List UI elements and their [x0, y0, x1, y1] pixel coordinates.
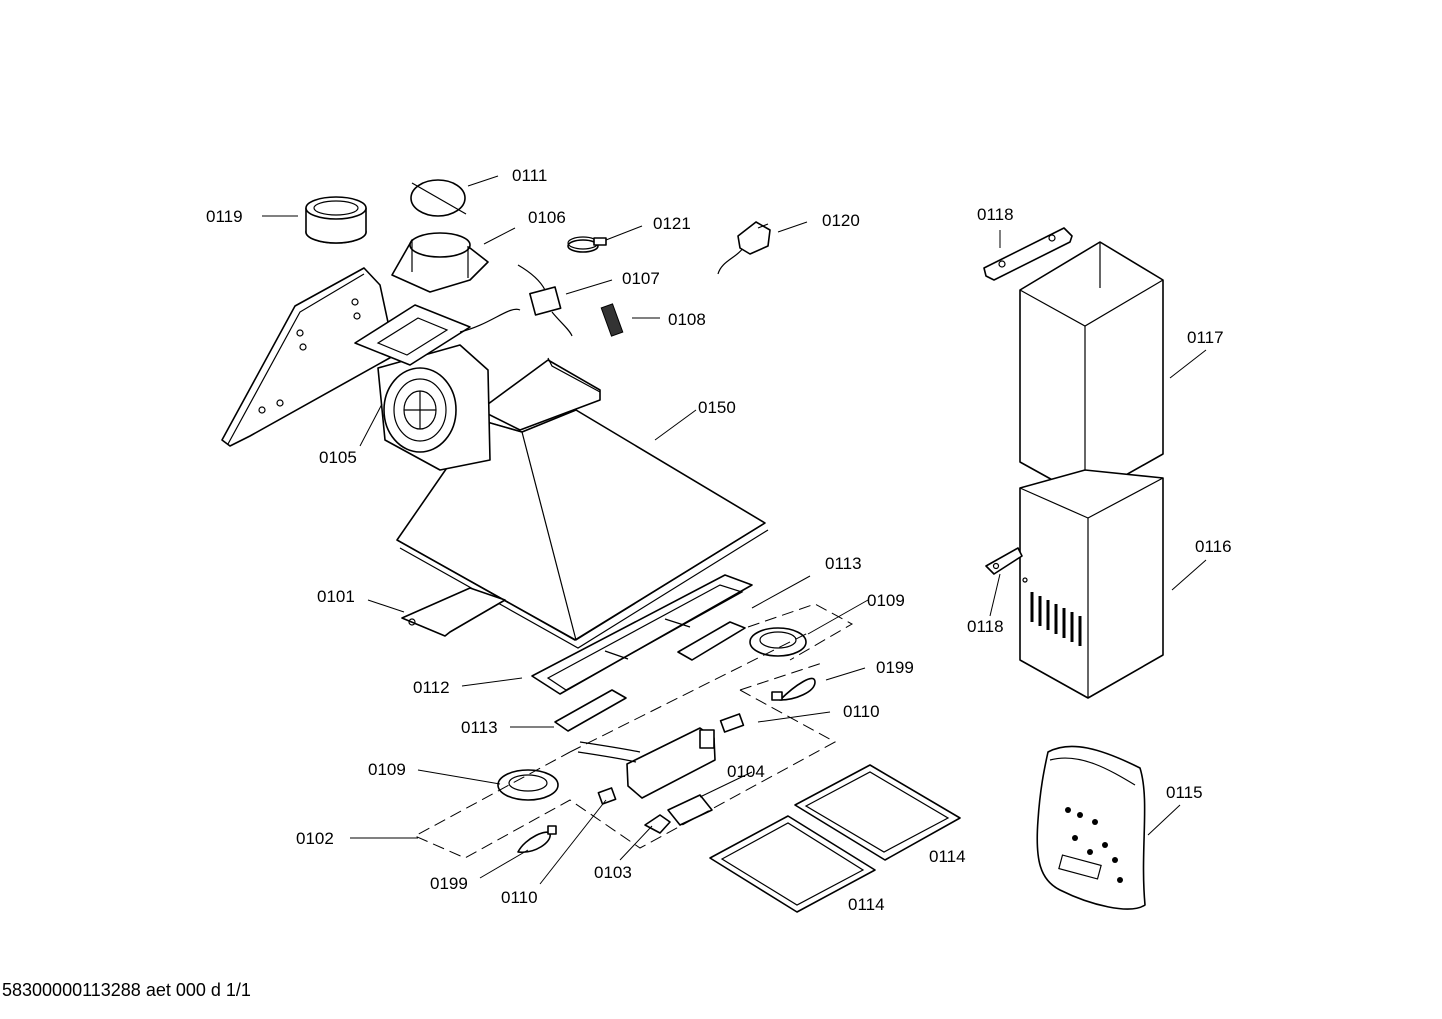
- label-0118-upper: 0118: [977, 205, 1014, 224]
- fan-motor-part: [354, 304, 521, 471]
- upper-chimney-duct-part: [1019, 241, 1164, 499]
- chimney-bracket-lower-part: [985, 547, 1023, 575]
- spring-part: [600, 303, 624, 337]
- label-0119: 0119: [206, 207, 243, 226]
- label-0113-lower: 0113: [461, 718, 498, 737]
- label-0114-front: 0114: [848, 895, 885, 914]
- hood-canopy-part: [396, 357, 769, 649]
- document-footer-code: 58300000113288 aet 000 d 1/1: [2, 980, 251, 1000]
- label-0109-upper: 0109: [867, 591, 905, 610]
- rear-bracket-part: [401, 587, 506, 637]
- label-0104: 0104: [727, 762, 765, 781]
- label-0102: 0102: [296, 829, 334, 848]
- label-0199-lower: 0199: [430, 874, 468, 893]
- leader-lines: [262, 175, 1207, 885]
- lamp-holder-upper-part: [719, 713, 745, 733]
- power-plug-part: [717, 221, 771, 275]
- mounting-plate-part: [221, 267, 396, 447]
- control-switch-part: [577, 727, 716, 799]
- label-0115: 0115: [1166, 783, 1203, 802]
- label-0109-lower: 0109: [368, 760, 406, 779]
- backflow-flap-part: [410, 179, 467, 217]
- label-0150: 0150: [698, 398, 736, 417]
- label-0103: 0103: [594, 863, 632, 882]
- accessory-bag-part: [1036, 745, 1146, 910]
- label-0111: 0111: [512, 166, 547, 185]
- label-0121: 0121: [653, 214, 691, 233]
- grease-filter-strip-lower-part: [554, 689, 627, 732]
- label-0112: 0112: [413, 678, 450, 697]
- label-0117: 0117: [1187, 328, 1224, 347]
- bulb-lower-part: [517, 825, 557, 853]
- hose-clamp-part: [567, 236, 607, 253]
- lamp-holder-lower-part: [597, 787, 617, 805]
- switch-knob-part: [644, 794, 713, 834]
- bulb-upper-part: [771, 677, 816, 701]
- label-0110-lower: 0110: [501, 888, 538, 907]
- lower-chimney-duct-part: [1019, 469, 1164, 699]
- carbon-filter-rear-part: [794, 764, 961, 861]
- label-0105: 0105: [319, 448, 357, 467]
- filter-frame-part: [531, 574, 753, 695]
- label-0110-upper: 0110: [843, 702, 880, 721]
- lamp-assembly-boundary: [413, 603, 854, 859]
- capacitor-part: [517, 264, 573, 337]
- lamp-cover-upper-part: [749, 627, 807, 657]
- part-labels: 0111 0119 0106 0121 0120 0107 0108 0150 …: [206, 166, 1232, 914]
- label-0106: 0106: [528, 208, 566, 227]
- label-0113-upper: 0113: [825, 554, 862, 573]
- label-0101: 0101: [317, 587, 355, 606]
- carbon-filter-front-part: [709, 815, 876, 913]
- label-0118-lower: 0118: [967, 617, 1004, 636]
- chimney-bracket-upper-part: [983, 227, 1073, 281]
- air-outlet-adapter-part: [391, 232, 489, 293]
- label-0116: 0116: [1195, 537, 1232, 556]
- label-0120: 0120: [822, 211, 860, 230]
- connector-ring-part: [305, 196, 367, 244]
- label-0114-rear: 0114: [929, 847, 966, 866]
- lamp-cover-lower-part: [497, 769, 559, 801]
- label-0199-upper: 0199: [876, 658, 914, 677]
- grease-filter-strip-upper-part: [677, 621, 746, 661]
- label-0108: 0108: [668, 310, 706, 329]
- label-0107: 0107: [622, 269, 660, 288]
